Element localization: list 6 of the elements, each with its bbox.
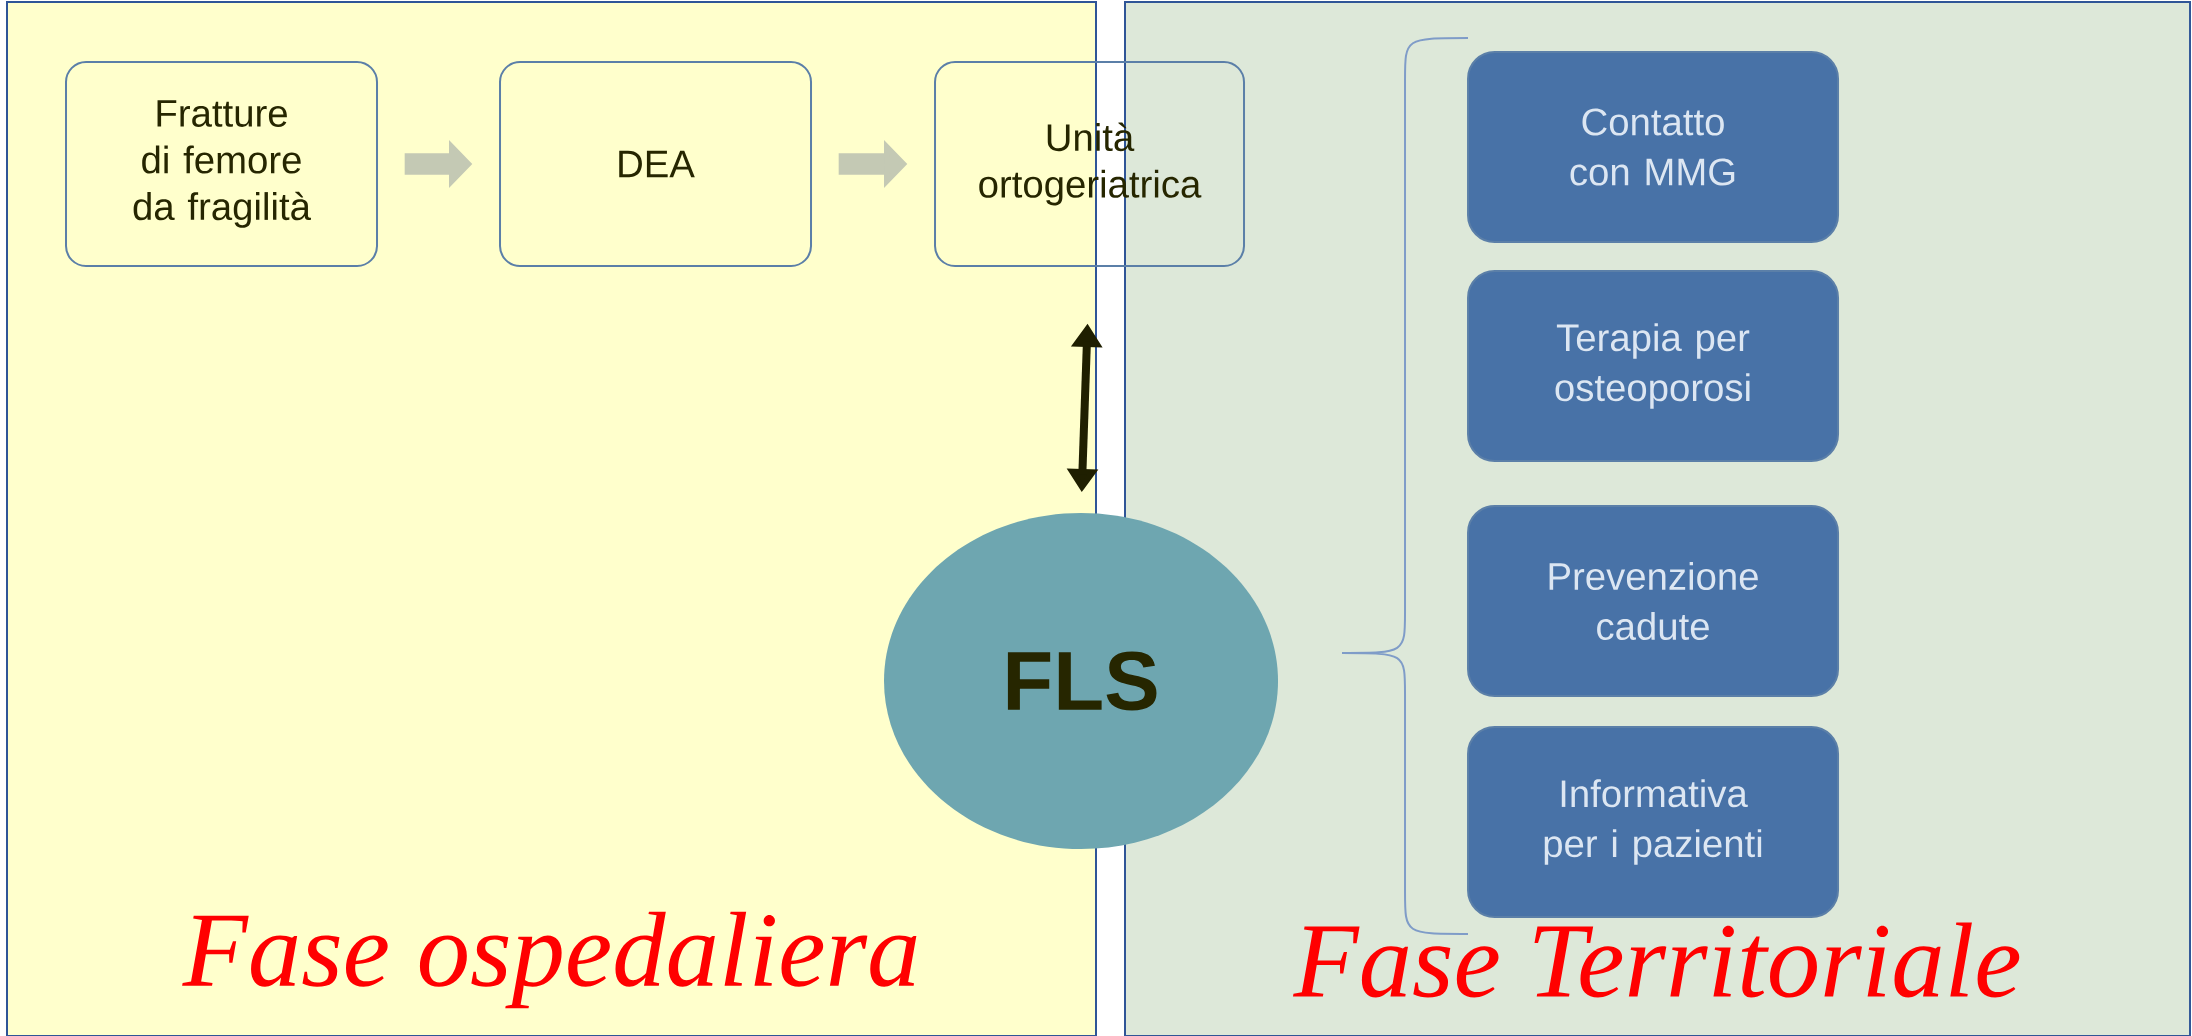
process-box: Fratture di femore da fragilità xyxy=(65,61,378,267)
action-box: Prevenzione cadute xyxy=(1467,505,1840,697)
action-box: Terapia per osteoporosi xyxy=(1467,270,1840,462)
process-box: DEA xyxy=(499,61,812,267)
action-box: Contatto con MMG xyxy=(1467,51,1840,243)
action-box: Informativa per i pazienti xyxy=(1467,726,1840,918)
